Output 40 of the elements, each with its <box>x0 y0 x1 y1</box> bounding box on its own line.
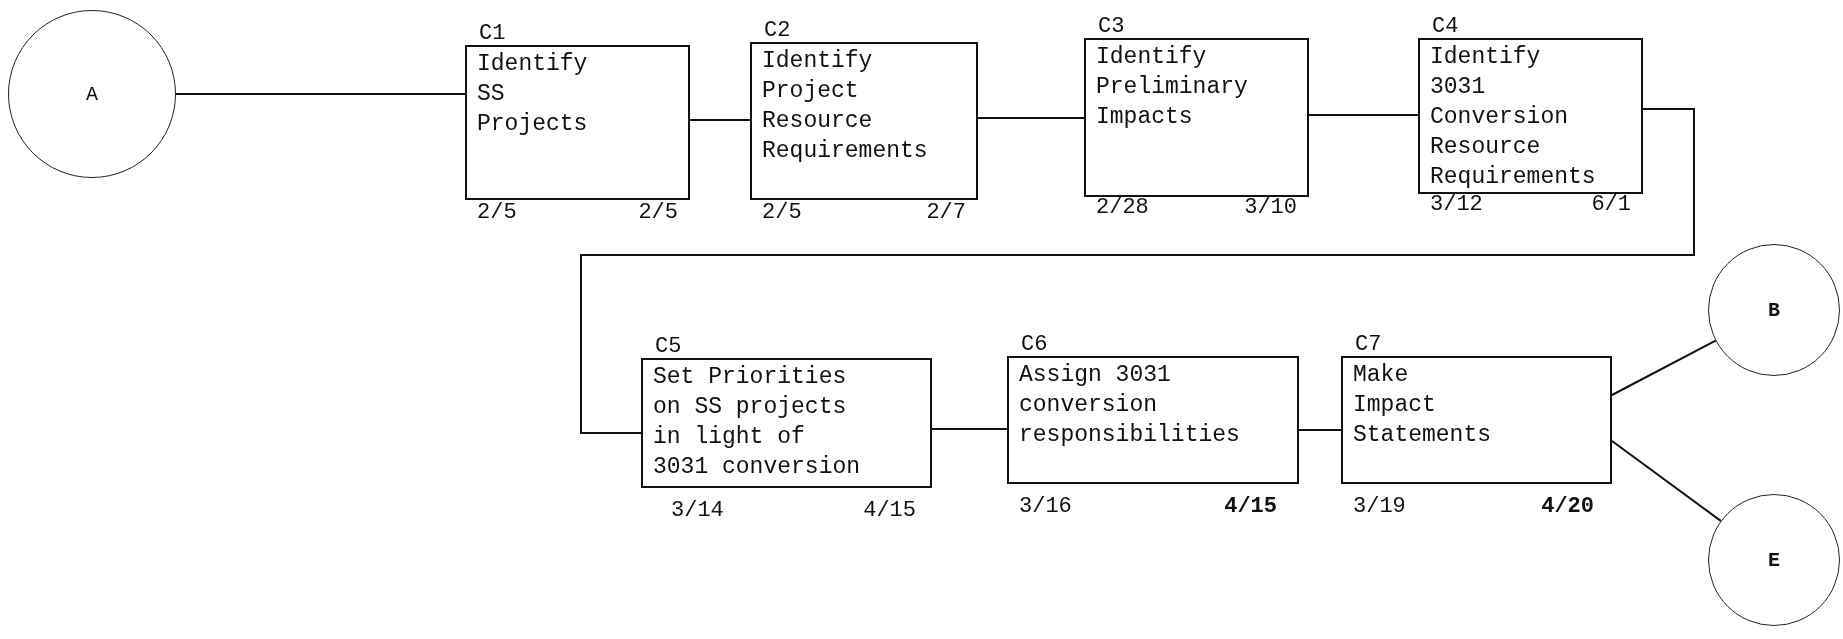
date-label: 2/5 <box>638 200 678 226</box>
task-id: C2 <box>764 18 791 44</box>
connector-line <box>1298 429 1342 431</box>
date-label: 2/5 <box>477 200 517 226</box>
date-label: 4/20 <box>1541 494 1594 520</box>
task-description: Set Priorities on SS projects in light of 3031 conversion <box>653 363 861 482</box>
date-label: 4/15 <box>863 498 916 524</box>
connector-line <box>175 93 466 95</box>
task-description: Identify Preliminary Impacts <box>1096 43 1248 132</box>
connector-line <box>580 108 1695 434</box>
date-label: 2/7 <box>926 200 966 226</box>
date-label: 3/12 <box>1430 192 1483 218</box>
task-id: C3 <box>1098 14 1125 40</box>
circle-label: B <box>1768 298 1780 322</box>
task-id: C4 <box>1432 14 1459 40</box>
date-label: 6/1 <box>1591 192 1631 218</box>
circle-label: A <box>86 82 98 106</box>
task-description: Make Impact Statements <box>1353 361 1491 450</box>
connector-line <box>1308 114 1419 116</box>
task-description: Assign 3031 conversion responsibilities <box>1019 361 1240 450</box>
connector-line <box>931 428 1008 430</box>
connector-line <box>1611 339 1717 396</box>
date-label: 3/10 <box>1244 195 1297 221</box>
task-description: Identify Project Resource Requirements <box>762 47 928 166</box>
task-description: Identify 3031 Conversion Resource Requirements <box>1430 43 1596 192</box>
date-label: 3/14 <box>671 498 724 524</box>
connector-line <box>977 117 1085 119</box>
connector-line <box>1611 440 1722 522</box>
connector-line <box>689 119 751 121</box>
circle-label: E <box>1768 548 1780 572</box>
task-id: C1 <box>479 21 506 47</box>
date-label: 3/16 <box>1019 494 1072 520</box>
date-label: 4/15 <box>1224 494 1277 520</box>
task-id: C5 <box>655 334 682 360</box>
task-description: Identify SS Projects <box>477 50 588 139</box>
date-label: 2/28 <box>1096 195 1149 221</box>
date-label: 2/5 <box>762 200 802 226</box>
task-id: C7 <box>1355 332 1382 358</box>
task-id: C6 <box>1021 332 1048 358</box>
date-label: 3/19 <box>1353 494 1406 520</box>
